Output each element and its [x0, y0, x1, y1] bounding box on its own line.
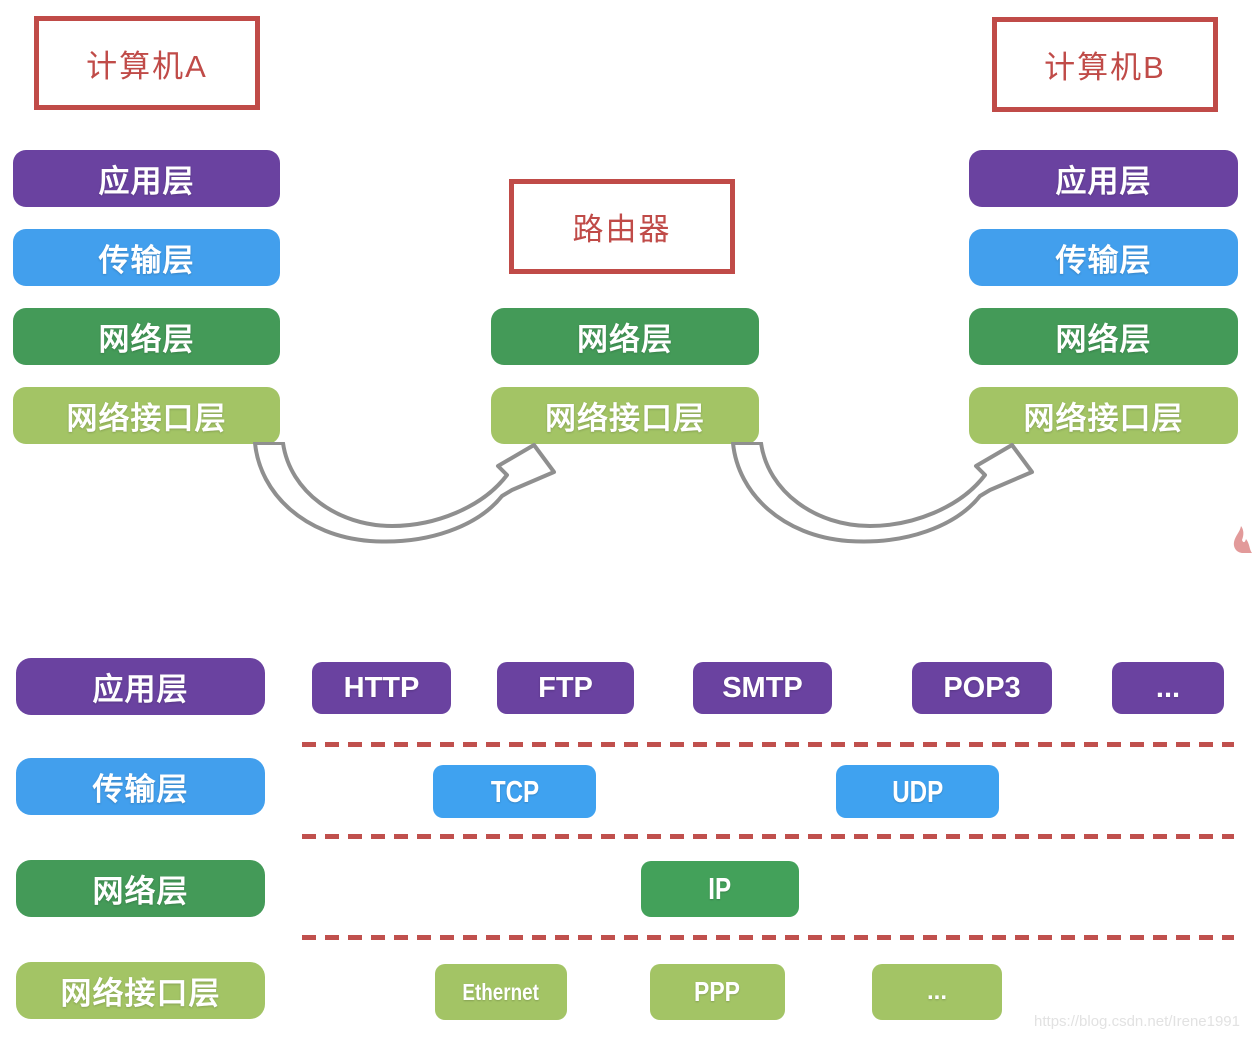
stack-a-application-layer-label: 应用层	[98, 164, 195, 199]
bottom-transport-layer-label-box: 传输层	[16, 758, 265, 815]
stack-b-transport-layer-label: 传输层	[1055, 243, 1152, 278]
stack-b-application-layer-label: 应用层	[1055, 164, 1152, 199]
stack-b-transport-layer: 传输层	[969, 229, 1238, 286]
router-link-layer: 网络接口层	[491, 387, 759, 444]
protocol-http-label: HTTP	[343, 671, 420, 704]
protocol-smtp-box: SMTP	[693, 662, 832, 714]
protocol-http-box: HTTP	[312, 662, 451, 714]
stack-a-application-layer: 应用层	[13, 150, 280, 207]
stack-b-link-layer-label: 网络接口层	[1023, 401, 1184, 436]
stack-a-network-layer: 网络层	[13, 308, 280, 365]
computer-b-label: 计算机B	[1044, 50, 1166, 85]
bottom-application-layer-label: 应用层	[92, 672, 189, 707]
dashed-separator-app-transport	[302, 742, 1234, 747]
stack-a-link-layer: 网络接口层	[13, 387, 280, 444]
router-node-box: 路由器	[509, 179, 735, 274]
protocol-ip-label: IP	[708, 871, 732, 906]
protocol-udp-label: UDP	[891, 773, 944, 809]
bottom-application-layer-label-box: 应用层	[16, 658, 265, 715]
stack-b-network-layer: 网络层	[969, 308, 1238, 365]
computer-a-label: 计算机A	[86, 48, 208, 84]
protocol-ethernet-box: Ethernet	[435, 964, 567, 1020]
protocol-app-ellipsis-box: ...	[1112, 662, 1224, 714]
stack-a-transport-layer-label: 传输层	[98, 243, 195, 278]
bottom-link-layer-label-box: 网络接口层	[16, 962, 265, 1019]
curved-arrow-a-to-router-icon	[253, 442, 556, 544]
bottom-network-layer-label-box: 网络层	[16, 860, 265, 917]
dashed-separator-network-link	[302, 935, 1234, 940]
watermark-url: https://blog.csdn.net/Irene1991	[1034, 1013, 1240, 1030]
dashed-separator-transport-network	[302, 834, 1234, 839]
protocol-link-ellipsis-label: ...	[926, 978, 947, 1005]
protocol-pop3-label: POP3	[943, 671, 1021, 704]
stack-a-transport-layer: 传输层	[13, 229, 280, 286]
computer-a-node-box: 计算机A	[34, 16, 260, 110]
router-network-layer: 网络层	[491, 308, 759, 365]
csdn-flame-icon	[1233, 526, 1252, 553]
protocol-ppp-label: PPP	[694, 976, 741, 1007]
protocol-ppp-box: PPP	[650, 964, 785, 1020]
protocol-tcp-box: TCP	[433, 765, 596, 818]
protocol-ftp-box: FTP	[497, 662, 634, 714]
protocol-ftp-label: FTP	[538, 671, 593, 704]
protocol-ethernet-label: Ethernet	[462, 978, 540, 1005]
router-network-layer-label: 网络层	[577, 322, 673, 357]
protocol-tcp-label: TCP	[490, 773, 539, 809]
router-label: 路由器	[572, 212, 672, 247]
router-link-layer-label: 网络接口层	[545, 401, 705, 436]
protocol-link-ellipsis-box: ...	[872, 964, 1002, 1020]
stack-a-network-layer-label: 网络层	[98, 322, 195, 357]
stack-b-link-layer: 网络接口层	[969, 387, 1238, 444]
curved-arrow-router-to-b-icon	[731, 442, 1034, 544]
stack-b-network-layer-label: 网络层	[1055, 322, 1152, 357]
stack-b-application-layer: 应用层	[969, 150, 1238, 207]
bottom-link-layer-label: 网络接口层	[60, 976, 221, 1011]
protocol-smtp-label: SMTP	[722, 671, 803, 704]
stack-a-link-layer-label: 网络接口层	[66, 401, 227, 436]
bottom-transport-layer-label: 传输层	[92, 772, 189, 807]
protocol-udp-box: UDP	[836, 765, 999, 818]
protocol-app-ellipsis-label: ...	[1155, 671, 1181, 704]
protocol-pop3-box: POP3	[912, 662, 1052, 714]
bottom-network-layer-label: 网络层	[92, 874, 189, 909]
computer-b-node-box: 计算机B	[992, 17, 1218, 112]
protocol-ip-box: IP	[641, 861, 799, 917]
